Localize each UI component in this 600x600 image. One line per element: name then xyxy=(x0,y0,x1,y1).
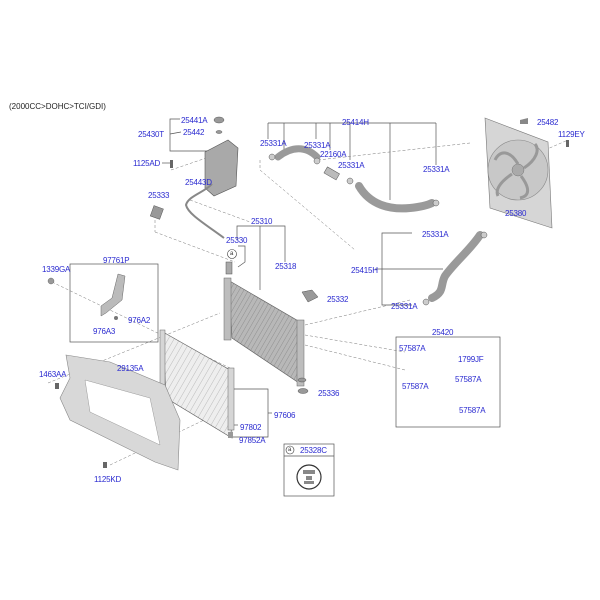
part-label-25333[interactable]: 25333 xyxy=(148,191,170,200)
front-end-carrier xyxy=(55,354,181,471)
reservoir-tank xyxy=(184,116,239,239)
part-label-25482[interactable]: 25482 xyxy=(537,118,559,127)
part-label-25331a[interactable]: 25331A xyxy=(391,302,418,311)
part-label-25330[interactable]: 25330 xyxy=(226,236,248,245)
part-label-1799jf[interactable]: 1799JF xyxy=(458,355,484,364)
part-label-25331a[interactable]: 25331A xyxy=(423,165,450,174)
part-label-97761p[interactable]: 97761P xyxy=(103,256,130,265)
condenser xyxy=(159,329,235,439)
part-label-29135a[interactable]: 29135A xyxy=(117,364,144,373)
part-label-25331a[interactable]: 25331A xyxy=(338,161,365,170)
part-label-57587a[interactable]: 57587A xyxy=(459,406,486,415)
part-label-25328c[interactable]: 25328C xyxy=(300,446,327,455)
part-label-25331a[interactable]: 25331A xyxy=(304,141,331,150)
part-label-1339ga[interactable]: 1339GA xyxy=(42,265,71,274)
part-label-25443d[interactable]: 25443D xyxy=(185,178,212,187)
part-label-25380[interactable]: 25380 xyxy=(505,209,527,218)
part-label-25336[interactable]: 25336 xyxy=(318,389,340,398)
engine-variant-title: (2000CC>DOHC>TCI/GDI) xyxy=(9,102,106,111)
part-label-976a3[interactable]: 976A3 xyxy=(93,327,116,336)
part-label-1125kd[interactable]: 1125KD xyxy=(94,475,122,484)
part-label-25331a[interactable]: 25331A xyxy=(422,230,449,239)
fan-shroud xyxy=(484,117,569,229)
part-label-25310[interactable]: 25310 xyxy=(251,217,273,226)
radiator-core xyxy=(223,261,305,387)
part-label-57587a[interactable]: 57587A xyxy=(399,344,426,353)
part-label-25318[interactable]: 25318 xyxy=(275,262,297,271)
part-label-25331a[interactable]: 25331A xyxy=(260,139,287,148)
part-label-25442[interactable]: 25442 xyxy=(183,128,205,137)
part-label-25430t[interactable]: 25430T xyxy=(138,130,164,139)
part-label-22160a[interactable]: 22160A xyxy=(320,150,347,159)
part-label-25415h[interactable]: 25415H xyxy=(351,266,378,275)
part-label-97852a[interactable]: 97852A xyxy=(239,436,266,445)
part-label-25332[interactable]: 25332 xyxy=(327,295,349,304)
part-label-97606[interactable]: 97606 xyxy=(274,411,296,420)
part-label-25441a[interactable]: 25441A xyxy=(181,116,208,125)
part-label-1129ey[interactable]: 1129EY xyxy=(558,130,585,139)
part-label-97802[interactable]: 97802 xyxy=(240,423,262,432)
part-label-1463aa[interactable]: 1463AA xyxy=(39,370,67,379)
part-label-57587a[interactable]: 57587A xyxy=(402,382,429,391)
part-label-976a2[interactable]: 976A2 xyxy=(128,316,151,325)
part-label-57587a[interactable]: 57587A xyxy=(455,375,482,384)
part-label-25420[interactable]: 25420 xyxy=(432,328,454,337)
part-label-25414h[interactable]: 25414H xyxy=(342,118,369,127)
callout-marker-a: a xyxy=(288,447,292,453)
part-label-1125ad[interactable]: 1125AD xyxy=(133,159,161,168)
radiator-cap-marker-a: a xyxy=(230,251,234,257)
